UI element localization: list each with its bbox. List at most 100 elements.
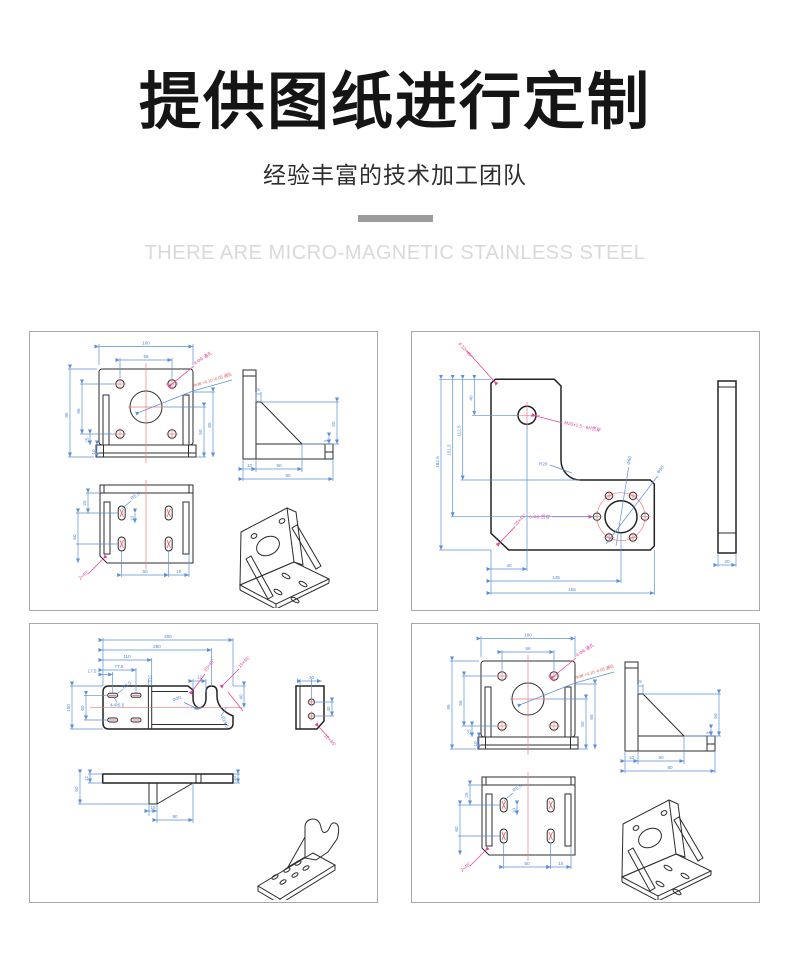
dim-label: 65 [207, 422, 212, 428]
dim-label: 5 [257, 387, 260, 392]
dim-label: 3 [324, 439, 329, 442]
annotation-label: R20 [539, 462, 548, 467]
dim-label: 12 [197, 675, 203, 680]
side-bar-view: 20 [713, 380, 737, 567]
panel-l-plate: Φ60 Φ90 4-10×45° M20×1.5 - 6H贯穿 6-Φ9 贯穿 … [411, 331, 760, 611]
annotation-label: Φ38 +0.10 -0.05 通孔 [575, 662, 616, 681]
dim-label: 100 [66, 704, 71, 712]
dim-label: 182.5 [435, 456, 440, 468]
dim-label: 50 [198, 429, 203, 435]
dim-label: 3 [706, 731, 711, 734]
dim-label: 280 [153, 644, 161, 649]
annotation-label: 4-Φ6 通孔 [574, 641, 596, 658]
dim-label: 50 [74, 786, 79, 792]
dim-label: 145 [552, 575, 560, 580]
annotation-label: Φ20 [172, 695, 182, 703]
dim-label: 151.5 [447, 444, 452, 456]
drawing-motor-bracket-2: 100 56 95 56 25 10 50 65 4-Φ6 通孔 Φ38 +0.… [446, 633, 721, 900]
dim-label: 40 [238, 694, 243, 700]
dim-label: 165 [568, 587, 576, 592]
annotation-label: R5.5 [512, 783, 523, 793]
page-subtitle: 经验丰富的技术加工团队 [263, 162, 527, 188]
dim-label: 10 [176, 569, 182, 574]
dim-label: 50 [524, 861, 530, 866]
dim-label: 50 [331, 421, 336, 427]
annotation-label: R5.5 [121, 680, 132, 690]
panel-motor-bracket-1: 100 56 95 56 25 10 50 65 4-Φ6 通孔 Φ38 +0.… [29, 331, 378, 611]
dim-label: 17.5 [88, 669, 97, 674]
annotation-label: 20×45° [513, 513, 527, 527]
drawing-l-plate: Φ60 Φ90 4-10×45° M20×1.5 - 6H贯穿 6-Φ9 贯穿 … [435, 341, 737, 595]
annotation-label: 2×45° [459, 861, 472, 873]
divider-bar [358, 215, 433, 222]
dim-label: 110 [123, 654, 131, 659]
dim-label: 10 [91, 449, 96, 455]
iso-view [238, 507, 331, 608]
iso-view [620, 799, 713, 900]
side-view: 5 50 3 10 50 80 [620, 661, 721, 773]
tagline-text: THERE ARE MICRO-MAGNETIC STAINLESS STEEL [144, 242, 646, 264]
dim-label: 60 [454, 826, 459, 832]
dim-label: 60 [80, 705, 85, 711]
dim-label: 90 [172, 814, 178, 819]
dim-label: 56 [458, 700, 463, 706]
dim-label: 50 [713, 713, 718, 719]
annotation-label: Φ90 [656, 464, 666, 474]
dim-label: 15 [150, 805, 156, 810]
dim-label: 25 [82, 500, 87, 506]
dim-label: 80 [667, 765, 673, 770]
dim-label: 25 [84, 437, 89, 443]
side-view: 12 50 15 90 10 [74, 769, 240, 823]
dim-label: 40 [506, 563, 512, 568]
dim-label: 112.5 [457, 425, 462, 437]
annotation-label: 4-10×45° [457, 341, 473, 358]
dim-label: 40 [468, 395, 473, 401]
dim-label: 56 [143, 354, 149, 359]
dim-label: 77.5 [115, 664, 124, 669]
dim-label: 10 [232, 776, 237, 782]
dim-label: 25 [466, 729, 471, 735]
dim-label: 50 [580, 721, 585, 727]
dim-label: 30 [309, 675, 315, 680]
dim-label: 56 [76, 408, 81, 414]
drawing-motor-bracket: 100 56 95 56 25 10 50 65 4-Φ6 通孔 Φ38 +0.… [64, 341, 339, 608]
base-view: 25 60 R5.5 10 50 10 2×45° [72, 480, 194, 581]
dim-label: 10 [473, 741, 478, 747]
dim-label: 20 [724, 559, 730, 564]
annotation-label: 10×45° [323, 733, 337, 747]
dim-label: 10 [558, 861, 564, 866]
annotation-label: 4-Φ6 通孔 [192, 349, 214, 366]
dim-label: 100 [524, 633, 532, 638]
annotation-label: 4-Φ5.5 [110, 703, 125, 708]
dim-label: 95 [64, 412, 69, 418]
dim-label: 10 [629, 755, 635, 760]
page-title: 提供图纸进行定制 [138, 68, 651, 137]
side-view: 5 50 3 10 50 80 [238, 369, 339, 481]
dim-label: 25 [464, 792, 469, 798]
dim-label: 300 [164, 634, 172, 639]
front-view: 100 56 95 56 25 10 50 65 4-Φ6 通孔 Φ38 +0.… [64, 341, 234, 463]
annotation-label: 2×45° [77, 569, 90, 581]
dim-label: 10 [130, 516, 135, 522]
dim-label: 50 [658, 755, 664, 760]
dim-label: 60 [72, 534, 77, 540]
annotation-label: R16.5 [220, 715, 230, 729]
annotation-label: 20×45° [203, 658, 216, 673]
annotation-label: 15×45° [237, 655, 251, 669]
front-view: 100 56 95 56 25 10 50 65 4-Φ6 通孔 Φ38 +0.… [446, 633, 616, 755]
dim-label: 5 [639, 679, 642, 684]
dim-label: 10 [512, 808, 517, 814]
drawing-hook-plate: 300 280 110 77.5 17.5 11 12 40 100 60 R5… [66, 634, 340, 900]
annotation-label: M20×1.5 - 6H贯穿 [564, 419, 602, 434]
dim-label: 11 [148, 675, 153, 680]
iso-view [257, 818, 340, 900]
plate-view: Φ60 Φ90 4-10×45° M20×1.5 - 6H贯穿 6-Φ9 贯穿 … [435, 341, 665, 595]
dim-label: 40 [326, 706, 331, 712]
annotation-label: Φ38 +0.10 -0.05 通孔 [193, 370, 234, 389]
dim-label: 80 [285, 473, 291, 478]
dim-label: 65 [589, 714, 594, 720]
dim-label: 50 [142, 569, 148, 574]
dim-label: 10 [247, 463, 253, 468]
dim-label: 95 [446, 704, 451, 710]
dim-label: 50 [276, 463, 282, 468]
